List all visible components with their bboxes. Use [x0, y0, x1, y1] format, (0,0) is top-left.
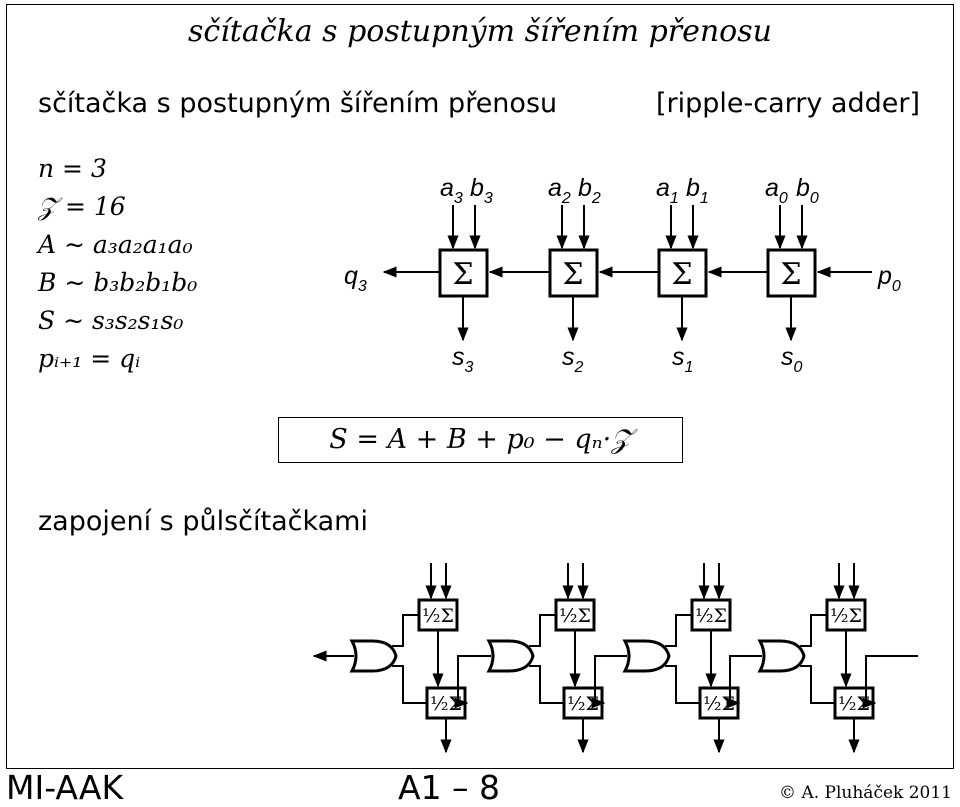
carry-in-label: p0	[877, 262, 901, 295]
half-adder-stage-2	[454, 563, 604, 754]
definitions: n = 3 𝒵 = 16 A ∼ a₃a₂a₁a₀ B ∼ b₃b₂b₁b₀ S…	[38, 150, 197, 378]
definition-z: 𝒵 = 16	[38, 192, 126, 221]
half-adder-sigma: ½Σ	[703, 693, 735, 715]
half-adder-labels: ½Σ ½Σ ½Σ ½Σ ½Σ ½Σ ½Σ ½Σ	[422, 605, 870, 715]
half-adder-stage-0	[726, 563, 918, 754]
half-adder-sigma: ½Σ	[422, 605, 454, 627]
adder-block-2: Σ a2 b2 s2	[548, 174, 601, 376]
definition-b: B ∼ b₃b₂b₁b₀	[38, 268, 198, 297]
input-label-b3: b3	[470, 174, 493, 207]
input-label-b2: b2	[578, 174, 601, 207]
half-adder-sigma: ½Σ	[567, 693, 599, 715]
output-label-s0: s0	[781, 343, 803, 376]
section1-title: sčítačka s postupným šířením přenosu	[38, 88, 558, 119]
input-label-a1: a1	[656, 174, 679, 207]
half-adder-sigma: ½Σ	[559, 605, 591, 627]
adder-sigma: Σ	[780, 257, 801, 292]
footer-copyright: © A. Pluháček 2011	[779, 783, 952, 803]
adder-sigma: Σ	[452, 257, 473, 292]
section1-note: [ripple-carry adder]	[655, 88, 920, 119]
carry-out-label: q3	[344, 262, 367, 295]
half-adder-diagram	[312, 563, 918, 754]
input-label-b1: b1	[686, 174, 709, 207]
input-label-a0: a0	[765, 174, 788, 207]
slide-title: sčítačka s postupným šířením přenosu	[188, 14, 772, 49]
output-label-s3: s3	[452, 343, 474, 376]
footer-course: MI-AAK	[6, 768, 124, 807]
definition-n: n = 3	[38, 154, 107, 183]
slide-frame	[6, 4, 954, 769]
adder-sigma: Σ	[671, 257, 692, 292]
half-adder-sigma: ½Σ	[695, 605, 727, 627]
adder-sigma: Σ	[562, 257, 583, 292]
input-label-a2: a2	[548, 174, 571, 207]
input-label-a3: a3	[440, 174, 463, 207]
sum-formula: S = A + B + p₀ − qₙ·𝒵	[278, 417, 683, 463]
half-adder-stage-3	[312, 563, 467, 754]
adder-block-1: Σ a1 b1 s1	[656, 174, 709, 376]
input-label-b0: b0	[796, 174, 819, 207]
half-adder-sigma: ½Σ	[838, 693, 870, 715]
output-label-s1: s1	[672, 343, 693, 376]
footer-slide-number: A1 – 8	[398, 768, 501, 807]
ripple-carry-diagram: Σ a3 b3 s3 Σ a2 b2 s2 Σ a1 b1 s1	[344, 174, 901, 376]
definition-s: S ∼ s₃s₂s₁s₀	[38, 306, 184, 335]
section2-title: zapojení s půlsčítačkami	[38, 506, 368, 537]
adder-block-0: Σ a0 b0 s0	[765, 174, 819, 376]
output-label-s2: s2	[562, 343, 584, 376]
half-adder-sigma: ½Σ	[430, 693, 462, 715]
adder-block-3: Σ a3 b3 s3	[438, 174, 493, 376]
definition-a: A ∼ a₃a₂a₁a₀	[38, 230, 193, 259]
half-adder-sigma: ½Σ	[830, 605, 862, 627]
definition-p: pᵢ₊₁ = qᵢ	[38, 344, 141, 373]
half-adder-stage-1	[591, 563, 740, 754]
